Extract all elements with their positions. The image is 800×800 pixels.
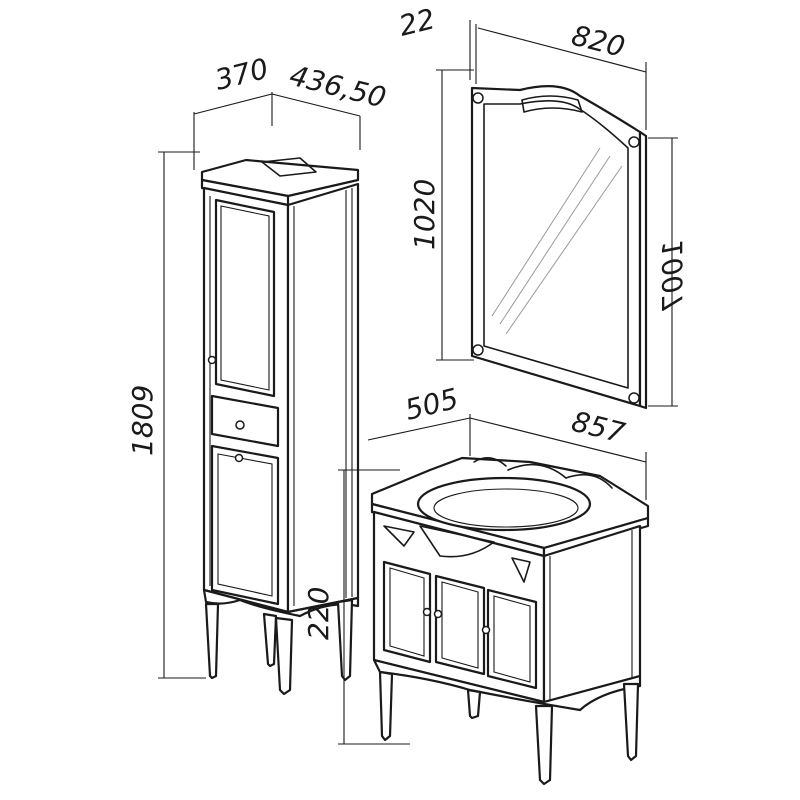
dim-mirror-height-right: 1007 — [656, 240, 689, 311]
knob-icon — [235, 420, 245, 430]
dim-mirror-height-left: 1020 — [408, 179, 441, 250]
dim-cabinet-depth: 436,50 — [286, 59, 389, 115]
dim-vanity-width: 857 — [568, 405, 628, 450]
dim-vanity-depth: 505 — [402, 382, 462, 427]
dim-cabinet-height: 1809 — [126, 385, 159, 456]
dimension-lines — [158, 20, 678, 745]
dim-mirror-depth: 22 — [396, 2, 439, 43]
rosette-icon — [628, 136, 640, 148]
dim-cabinet-width: 370 — [212, 52, 272, 97]
mirror — [470, 85, 648, 410]
knob-icon — [481, 625, 491, 635]
rosette-icon — [472, 92, 484, 104]
dim-mirror-width: 820 — [568, 19, 628, 64]
knob-icon — [422, 607, 432, 617]
knob-icon — [234, 453, 244, 463]
dim-cabinet-bottom: 220 — [302, 587, 335, 640]
tall-cabinet — [200, 157, 360, 696]
rosette-icon — [628, 392, 640, 404]
knob-icon — [207, 355, 217, 365]
knob-icon — [433, 609, 443, 619]
vanity — [370, 456, 650, 786]
rosette-icon — [472, 344, 484, 356]
